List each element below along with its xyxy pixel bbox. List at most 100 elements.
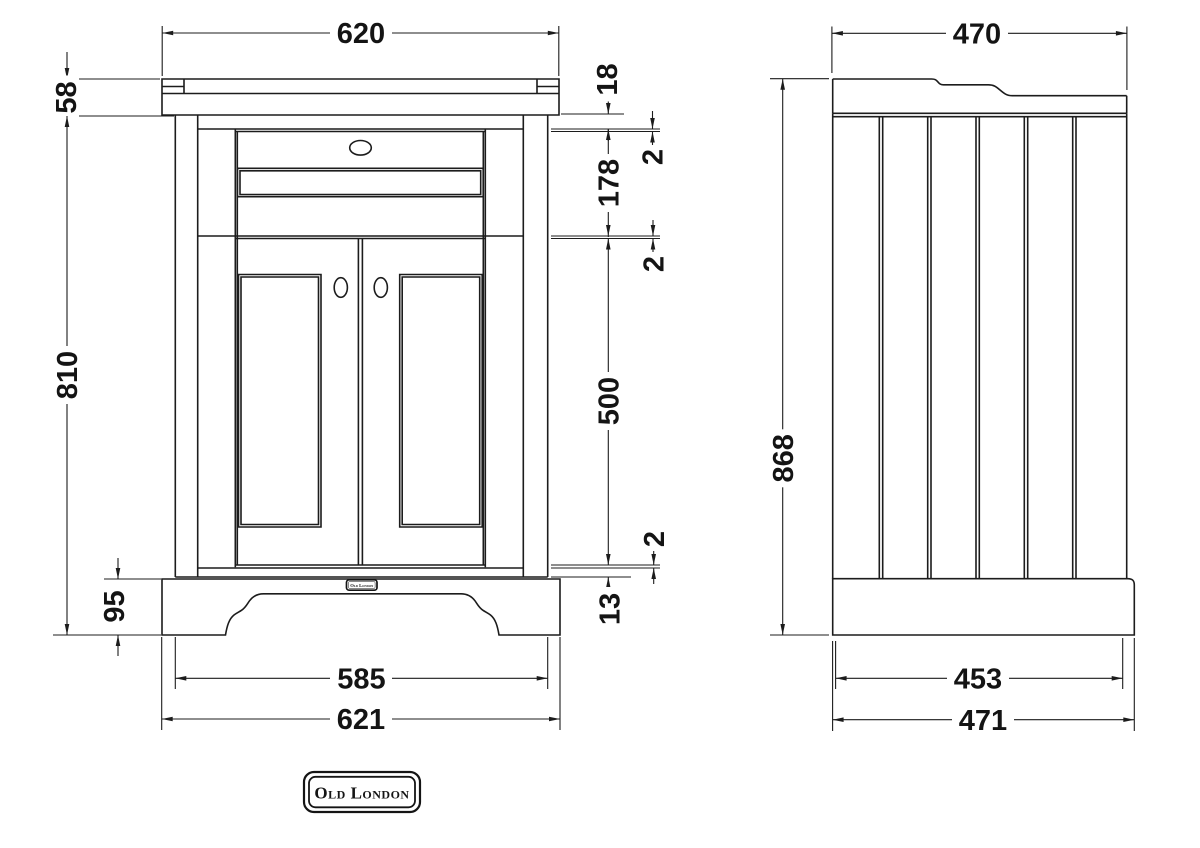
arrow-up-icon [651, 568, 656, 579]
arrow-right-icon [547, 30, 559, 36]
dim-label-585: 585 [337, 663, 385, 695]
arrow-down-icon [606, 103, 611, 114]
dim-front-gap-bottom: 2 [551, 527, 671, 584]
arrow-right-icon [1111, 676, 1123, 681]
plinth-brand-badge: Old London [345, 578, 378, 592]
dim-front-bottom-rail: 13 [551, 576, 631, 631]
side-panel [831, 113, 1128, 579]
arrow-down-icon [606, 554, 611, 565]
front-worktop-outline [161, 78, 560, 116]
dim-front-worktop-thickness: 18 [561, 57, 624, 141]
dim-label-2-top: 2 [638, 149, 670, 165]
dim-label-500: 500 [593, 377, 625, 425]
arrow-down-icon [115, 568, 121, 579]
dim-label-453: 453 [954, 663, 1002, 695]
dim-label-178: 178 [593, 159, 625, 207]
arrow-down-icon [651, 554, 656, 565]
dimensions-front: 620 58 810 95 [51, 18, 671, 736]
side-worktop [831, 78, 1128, 115]
dim-2-mid-lines [551, 220, 660, 255]
front-drawer [234, 129, 487, 568]
dim-label-471: 471 [959, 705, 1007, 737]
arrow-left-icon [832, 717, 844, 722]
dim-front-carcass-width: 585 [174, 637, 549, 695]
arrow-left-icon [161, 716, 173, 722]
front-cabinet-carcass [174, 115, 549, 578]
arrow-up-icon [606, 577, 611, 588]
front-carcass-lines [174, 115, 549, 578]
arrow-up-icon [650, 131, 655, 143]
dim-label-470: 470 [953, 18, 1001, 50]
arrow-down-icon [64, 68, 70, 79]
drawer-knob [348, 139, 373, 156]
dimensions-side: 470 868 453 471 [768, 18, 1135, 737]
dim-label-13: 13 [595, 593, 627, 625]
dim-label-868: 868 [768, 434, 800, 482]
dim-front-cabinet-height: 810 [52, 116, 161, 636]
dim-front-gap-top: 2 [551, 111, 670, 169]
arrow-down-icon [780, 624, 785, 635]
side-plinth-outline [831, 577, 1136, 636]
arrow-left-icon [162, 30, 174, 36]
side-view [831, 78, 1136, 636]
arrow-right-icon [1123, 717, 1135, 722]
dim-label-18: 18 [592, 63, 624, 95]
arrow-left-icon [835, 676, 847, 681]
dim-label-2-mid: 2 [639, 256, 671, 272]
arrow-down-icon [606, 225, 611, 236]
side-plinth [831, 577, 1136, 636]
arrow-left-icon [831, 31, 843, 36]
side-panel-planks [831, 113, 1128, 579]
dim-side-worktop-depth: 470 [831, 18, 1128, 90]
dim-side-panel-depth: 453 [835, 638, 1124, 695]
front-plinth: Old London [161, 578, 561, 636]
dim-front-overall-width: 621 [161, 637, 561, 736]
plinth-badge-border [345, 578, 378, 592]
dim-front-drawer-height: 178 [593, 129, 625, 237]
dim-label-95: 95 [99, 590, 131, 622]
dim-label-58: 58 [51, 81, 83, 113]
dim-868-lines [770, 78, 829, 636]
front-doors [197, 235, 524, 569]
plinth-badge-inner-border [348, 581, 376, 589]
front-worktop [161, 78, 560, 116]
dim-label-620: 620 [337, 18, 385, 50]
arrow-up-icon [650, 238, 656, 250]
dim-front-gap-mid: 2 [551, 220, 671, 276]
arrow-down-icon [650, 225, 656, 236]
arrow-up-icon [64, 116, 70, 127]
arrow-left-icon [175, 676, 187, 681]
arrow-up-icon [606, 238, 611, 250]
dim-label-621: 621 [337, 704, 385, 736]
front-door-lines [197, 235, 524, 569]
dim-front-door-height: 500 [593, 238, 625, 565]
dim-label-2-bottom: 2 [639, 531, 671, 547]
front-drawer-lines [234, 129, 487, 568]
arrow-down-icon [650, 118, 655, 129]
dim-2-bottom-lines [551, 549, 660, 584]
brand-logo: Old London [302, 770, 422, 814]
dim-2-top-lines [551, 111, 660, 147]
arrow-right-icon [549, 716, 560, 722]
dim-front-plinth-height: 95 [99, 558, 161, 656]
front-plinth-outline [161, 578, 561, 636]
dim-side-overall-depth: 471 [832, 638, 1135, 737]
arrow-up-icon [115, 635, 121, 646]
brand-logo-outer-border [302, 770, 422, 814]
brand-logo-text: Old London [314, 783, 409, 802]
arrow-right-icon [536, 676, 548, 681]
arrow-right-icon [1115, 31, 1127, 36]
arrow-down-icon [64, 624, 70, 635]
dim-side-overall-height: 868 [768, 78, 829, 636]
left-door-handle [333, 276, 349, 299]
side-worktop-profile [831, 78, 1128, 115]
right-door-handle [373, 276, 389, 299]
dim-front-worktop-height: 58 [51, 52, 174, 120]
dim-front-worktop-width: 620 [161, 18, 560, 76]
brand-logo-inner-border [308, 775, 416, 809]
front-view: Old London [161, 78, 561, 636]
arrow-up-icon [780, 78, 785, 90]
plinth-badge-text: Old London [350, 583, 374, 588]
